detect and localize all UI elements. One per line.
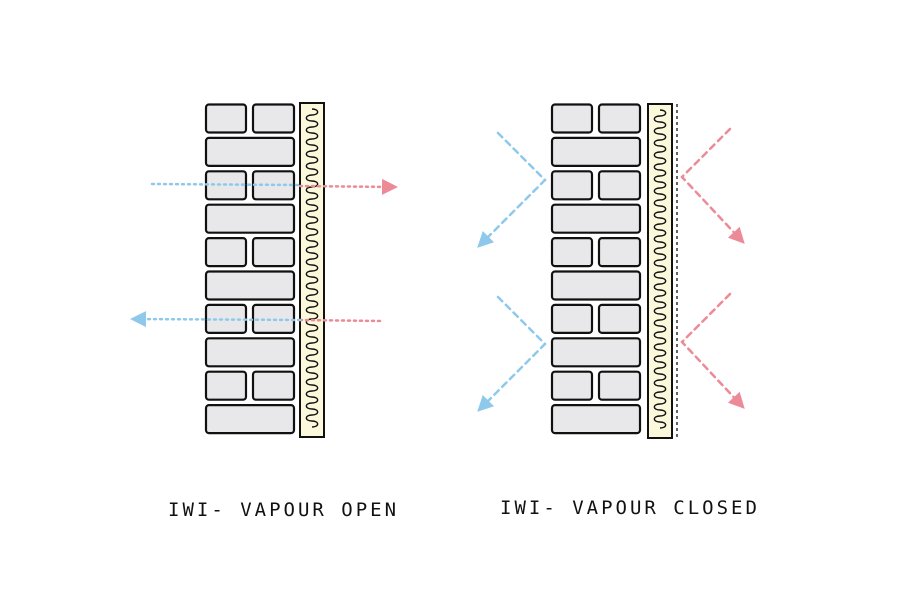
brick-half <box>251 237 296 268</box>
brick-full <box>204 404 296 435</box>
brick-full <box>550 270 642 301</box>
vapour-flow-arrows-open <box>130 178 398 328</box>
insulation-layer-vapour-open <box>299 102 325 438</box>
insulation-board <box>647 103 673 439</box>
brick-half <box>550 237 594 268</box>
warm-flow-arrow-out <box>298 178 398 195</box>
warm-deflect-arrow-top <box>680 127 745 244</box>
cold-deflect-arrow-bottom <box>477 295 547 412</box>
brick-half <box>251 370 296 401</box>
caption-vapour-open: IWI- VAPOUR OPEN <box>168 499 400 521</box>
brick-full <box>204 337 296 368</box>
warm-deflect-arrow-bottom <box>680 292 745 409</box>
insulation-layer-vapour-closed <box>647 103 673 439</box>
brick-full <box>550 203 642 234</box>
brick-half <box>597 103 642 134</box>
brick-half <box>597 303 642 334</box>
brick-half <box>204 237 248 268</box>
vapour-deflect-arrows-closed <box>477 127 745 412</box>
cold-deflect-arrow-top <box>477 131 547 248</box>
brick-half <box>204 370 248 401</box>
insulation-fibre <box>653 109 667 429</box>
warm-flow-line-bottom <box>298 318 382 323</box>
brick-wall-vapour-closed <box>550 103 642 435</box>
insulation-fibre <box>305 108 319 428</box>
brick-half <box>550 103 594 134</box>
brick-half <box>597 237 642 268</box>
brick-half <box>597 370 642 401</box>
insulation-board <box>299 102 325 438</box>
brick-half <box>550 370 594 401</box>
brick-full <box>550 404 642 435</box>
brick-half <box>204 103 248 134</box>
brick-full <box>204 270 296 301</box>
brick-half <box>251 103 296 134</box>
brick-wall-vapour-open <box>204 103 296 435</box>
brick-half <box>550 303 594 334</box>
cold-flow-line-top <box>150 182 302 187</box>
brick-half <box>550 170 594 201</box>
brick-full <box>550 136 642 167</box>
brick-full <box>204 136 296 167</box>
cold-flow-arrow-in <box>130 311 302 328</box>
brick-full <box>550 337 642 368</box>
caption-vapour-closed: IWI- VAPOUR CLOSED <box>500 497 760 519</box>
brick-full <box>204 203 296 234</box>
brick-half <box>597 170 642 201</box>
